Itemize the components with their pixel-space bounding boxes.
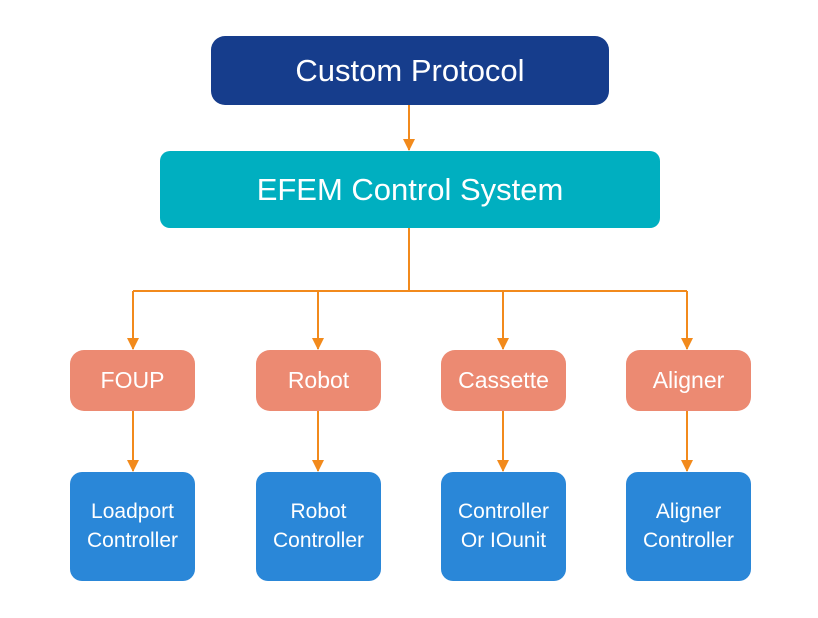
controller-label-line-1: Robot [290, 500, 347, 524]
controller-label-line-1: Controller [457, 500, 550, 524]
module-node-robot: Robot [256, 350, 381, 411]
efem-control-system-node: EFEM Control System [160, 151, 660, 228]
module-label-cassette: Cassette [458, 367, 549, 393]
controller-label-line-2: Controller [86, 528, 179, 552]
module-node-aligner: Aligner [626, 350, 751, 411]
controller-node-cassette: Controller Or IOunit [441, 472, 566, 581]
controller-label-line-2: Controller [642, 528, 735, 552]
module-label-aligner: Aligner [652, 367, 725, 393]
controller-node-loadport: Loadport Controller [70, 472, 195, 581]
controller-node-aligner: Aligner Controller [626, 472, 751, 581]
controller-label-line-1: Aligner [655, 500, 722, 524]
controller-label-line-2: Controller [272, 528, 365, 552]
controller-label-line-2: Or IOunit [460, 528, 547, 552]
module-label-foup: FOUP [100, 367, 165, 393]
custom-protocol-label: Custom Protocol [295, 52, 525, 88]
module-label-robot: Robot [287, 367, 350, 393]
controller-label-line-1: Loadport [91, 500, 174, 524]
custom-protocol-node: Custom Protocol [211, 36, 609, 105]
module-node-foup: FOUP [70, 350, 195, 411]
module-node-cassette: Cassette [441, 350, 566, 411]
controller-node-robot: Robot Controller [256, 472, 381, 581]
efem-control-system-label: EFEM Control System [256, 171, 564, 207]
